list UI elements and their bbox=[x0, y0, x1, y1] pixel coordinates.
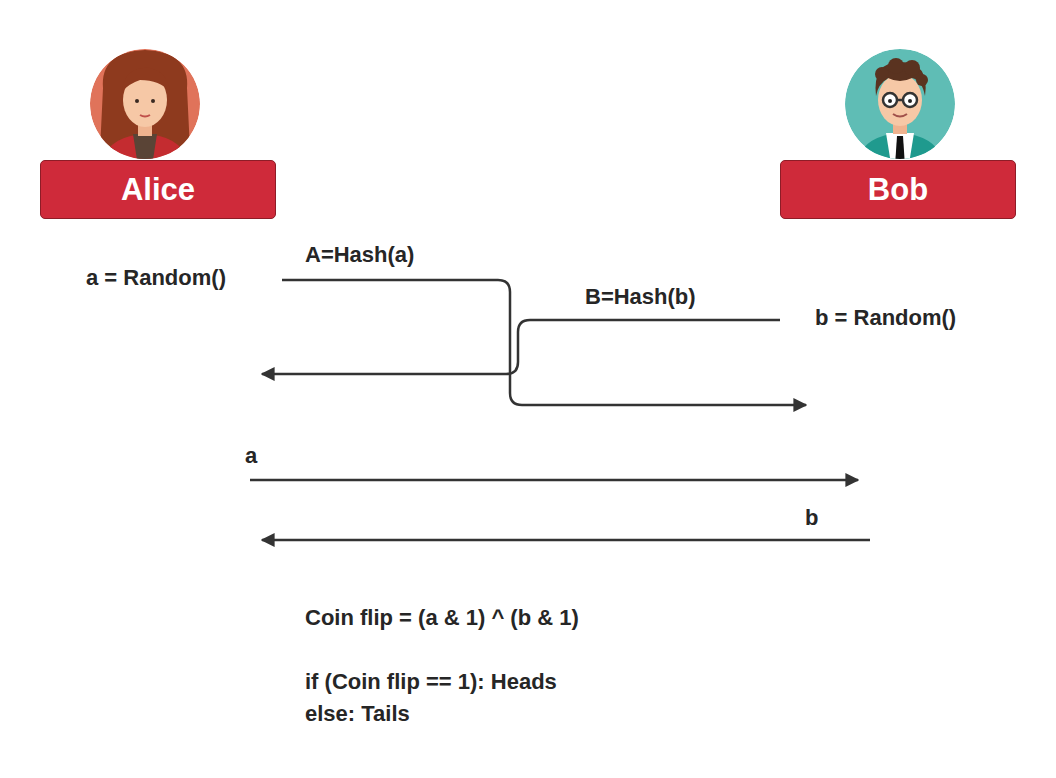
message-label: B=Hash(b) bbox=[585, 284, 696, 310]
message-arrow bbox=[262, 539, 870, 542]
message-arrow bbox=[262, 320, 780, 374]
code-line: Coin flip = (a & 1) ^ (b & 1) bbox=[305, 605, 579, 631]
message-label: A=Hash(a) bbox=[305, 242, 414, 268]
message-label: a bbox=[245, 443, 257, 469]
code-line: if (Coin flip == 1): Heads bbox=[305, 669, 557, 695]
actor-box: Bob bbox=[780, 160, 1016, 219]
message-arrow bbox=[282, 280, 806, 405]
message-label: b bbox=[805, 505, 818, 531]
message-arrow bbox=[250, 479, 858, 482]
message-label: a = Random() bbox=[86, 265, 226, 291]
code-line: else: Tails bbox=[305, 701, 410, 727]
actor-box: Alice bbox=[40, 160, 276, 219]
bob-avatar bbox=[845, 49, 955, 170]
alice-avatar bbox=[90, 49, 200, 170]
actor-name: Alice bbox=[121, 172, 195, 208]
actor-name: Bob bbox=[868, 172, 928, 208]
message-label: b = Random() bbox=[815, 305, 956, 331]
